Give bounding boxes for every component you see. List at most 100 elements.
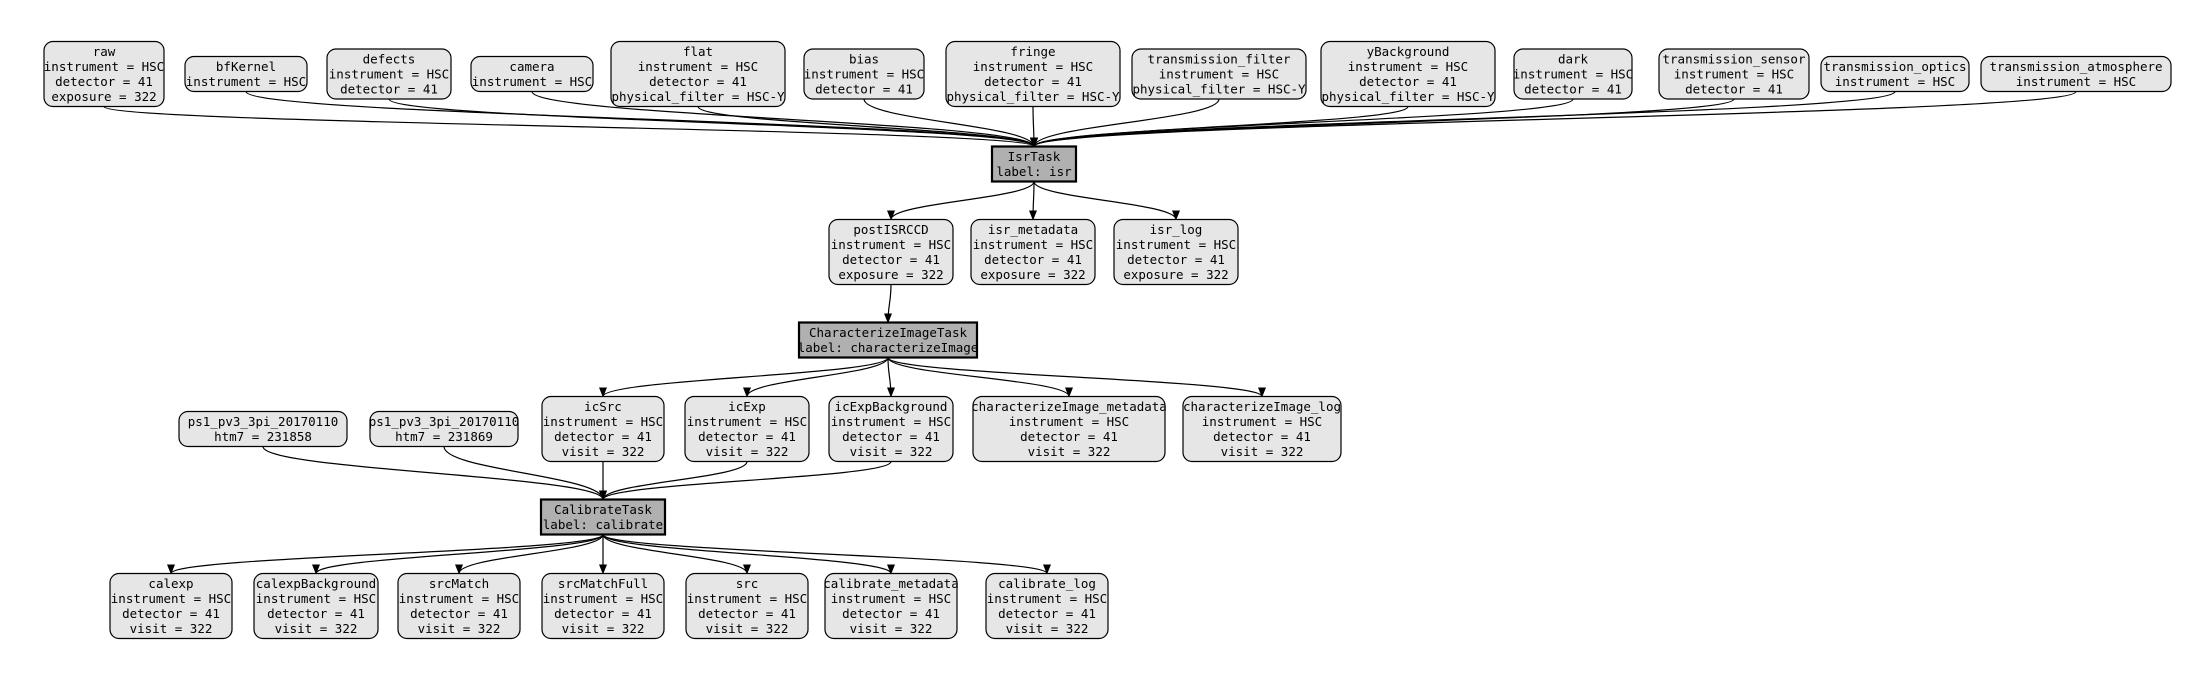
- node-attribute: detector = 41: [842, 252, 940, 267]
- node-attribute: detector = 41: [1685, 82, 1783, 97]
- node-box: [397, 572, 521, 640]
- node-attribute: visit = 322: [275, 621, 358, 636]
- node-title: camera: [509, 59, 554, 74]
- node-attribute: detector = 41: [649, 74, 747, 89]
- edge-transmission-filter-to-isr-task: [1030, 98, 1220, 148]
- edge-calibrate-task-to-calexp-background: [312, 533, 604, 575]
- node-attribute: physical_filter = HSC-Y: [1132, 82, 1306, 97]
- node-attribute: instrument = HSC: [1513, 67, 1633, 82]
- node-title: transmission_sensor: [1663, 52, 1806, 67]
- node-title: icExpBackground: [835, 399, 948, 414]
- node-attribute: detector = 41: [410, 606, 508, 621]
- node-attribute: instrument = HSC: [1835, 74, 1955, 89]
- node-attribute: detector = 41: [698, 429, 796, 444]
- node-box: [985, 572, 1109, 640]
- node-attribute: detector = 41: [1524, 82, 1622, 97]
- edge-isr-task-to-post-isrccd: [887, 181, 1035, 221]
- node-attribute: visit = 322: [850, 621, 933, 636]
- edge-post-isrccd-to-characterize-task: [884, 284, 893, 324]
- node-box: [803, 48, 925, 100]
- node-attribute: visit = 322: [1006, 621, 1089, 636]
- node-title: bias: [849, 52, 879, 67]
- node-title: isr_log: [1150, 222, 1203, 237]
- node-title: CalibrateTask: [554, 502, 652, 517]
- node-title: icExp: [728, 399, 766, 414]
- node-attribute: detector = 41: [1020, 429, 1118, 444]
- node-attribute: visit = 322: [1028, 444, 1111, 459]
- edge-ic-exp-to-calibrate-task: [599, 461, 748, 501]
- edge-characterize-task-to-ic-src: [599, 356, 889, 398]
- edge-fringe-to-isr-task: [1029, 106, 1038, 148]
- node-title: transmission_filter: [1148, 52, 1291, 67]
- node-attribute: detector = 41: [1127, 252, 1225, 267]
- node-attribute: visit = 322: [850, 444, 933, 459]
- node-box: [539, 498, 667, 536]
- node-box: [1513, 48, 1633, 100]
- node-attribute: instrument = HSC: [687, 414, 807, 429]
- node-attribute: instrument = HSC: [687, 591, 807, 606]
- edge-camera-to-isr-task: [531, 90, 1038, 148]
- node-title: srcMatch: [429, 576, 489, 591]
- edge-transmission-optics-to-isr-task: [1030, 90, 1896, 148]
- node-title: dark: [1558, 52, 1589, 67]
- node-attribute: instrument = HSC: [987, 591, 1107, 606]
- node-attribute: detector = 41: [815, 82, 913, 97]
- edge-defects-to-isr-task: [388, 98, 1038, 148]
- node-title: calibrate_log: [998, 576, 1096, 591]
- node-attribute: instrument = HSC: [543, 591, 663, 606]
- node-attribute: exposure = 322: [980, 267, 1085, 282]
- node-attribute: detector = 41: [842, 606, 940, 621]
- node-attribute: instrument = HSC: [973, 237, 1093, 252]
- edge-characterize-task-to-characterize-image-metadata: [887, 357, 1073, 398]
- node-title: calibrate_metadata: [823, 576, 958, 591]
- node-box: [685, 572, 809, 640]
- edge-isr-task-to-isr-metadata: [1029, 181, 1038, 221]
- node-attribute: visit = 322: [562, 444, 645, 459]
- node-attribute: instrument = HSC: [2016, 74, 2136, 89]
- node-attribute: htm7 = 231858: [214, 429, 312, 444]
- node-attribute: exposure = 322: [1123, 267, 1228, 282]
- edge-dark-to-isr-task: [1030, 98, 1574, 148]
- node-attribute: instrument = HSC: [973, 59, 1093, 74]
- edge-calibrate-task-to-src-match: [455, 534, 604, 575]
- node-title: calexpBackground: [256, 576, 376, 591]
- node-attribute: instrument = HSC: [472, 74, 592, 89]
- node-attribute: exposure = 322: [51, 89, 156, 104]
- node-title: flat: [683, 44, 713, 59]
- edge-ps1-a-to-calibrate-task: [262, 446, 607, 501]
- node-box: [184, 55, 308, 93]
- node-title: ps1_pv3_3pi_20170110: [188, 414, 339, 429]
- node-box: [253, 572, 379, 640]
- node-box: [1658, 48, 1810, 100]
- edge-bias-to-isr-task: [863, 98, 1038, 148]
- node-box: [1980, 55, 2172, 93]
- node-title: IsrTask: [1008, 149, 1061, 164]
- node-attribute: instrument = HSC: [1116, 237, 1236, 252]
- node-attribute: detector = 41: [55, 74, 153, 89]
- edge-calibrate-task-to-calibrate-log: [602, 533, 1051, 575]
- node-title: ps1_pv3_3pi_20170110: [369, 414, 520, 429]
- node-attribute: label: isr: [996, 164, 1072, 179]
- node-attribute: detector = 41: [267, 606, 365, 621]
- node-attribute: detector = 41: [984, 252, 1082, 267]
- node-attribute: instrument = HSC: [831, 414, 951, 429]
- node-box: [470, 55, 594, 93]
